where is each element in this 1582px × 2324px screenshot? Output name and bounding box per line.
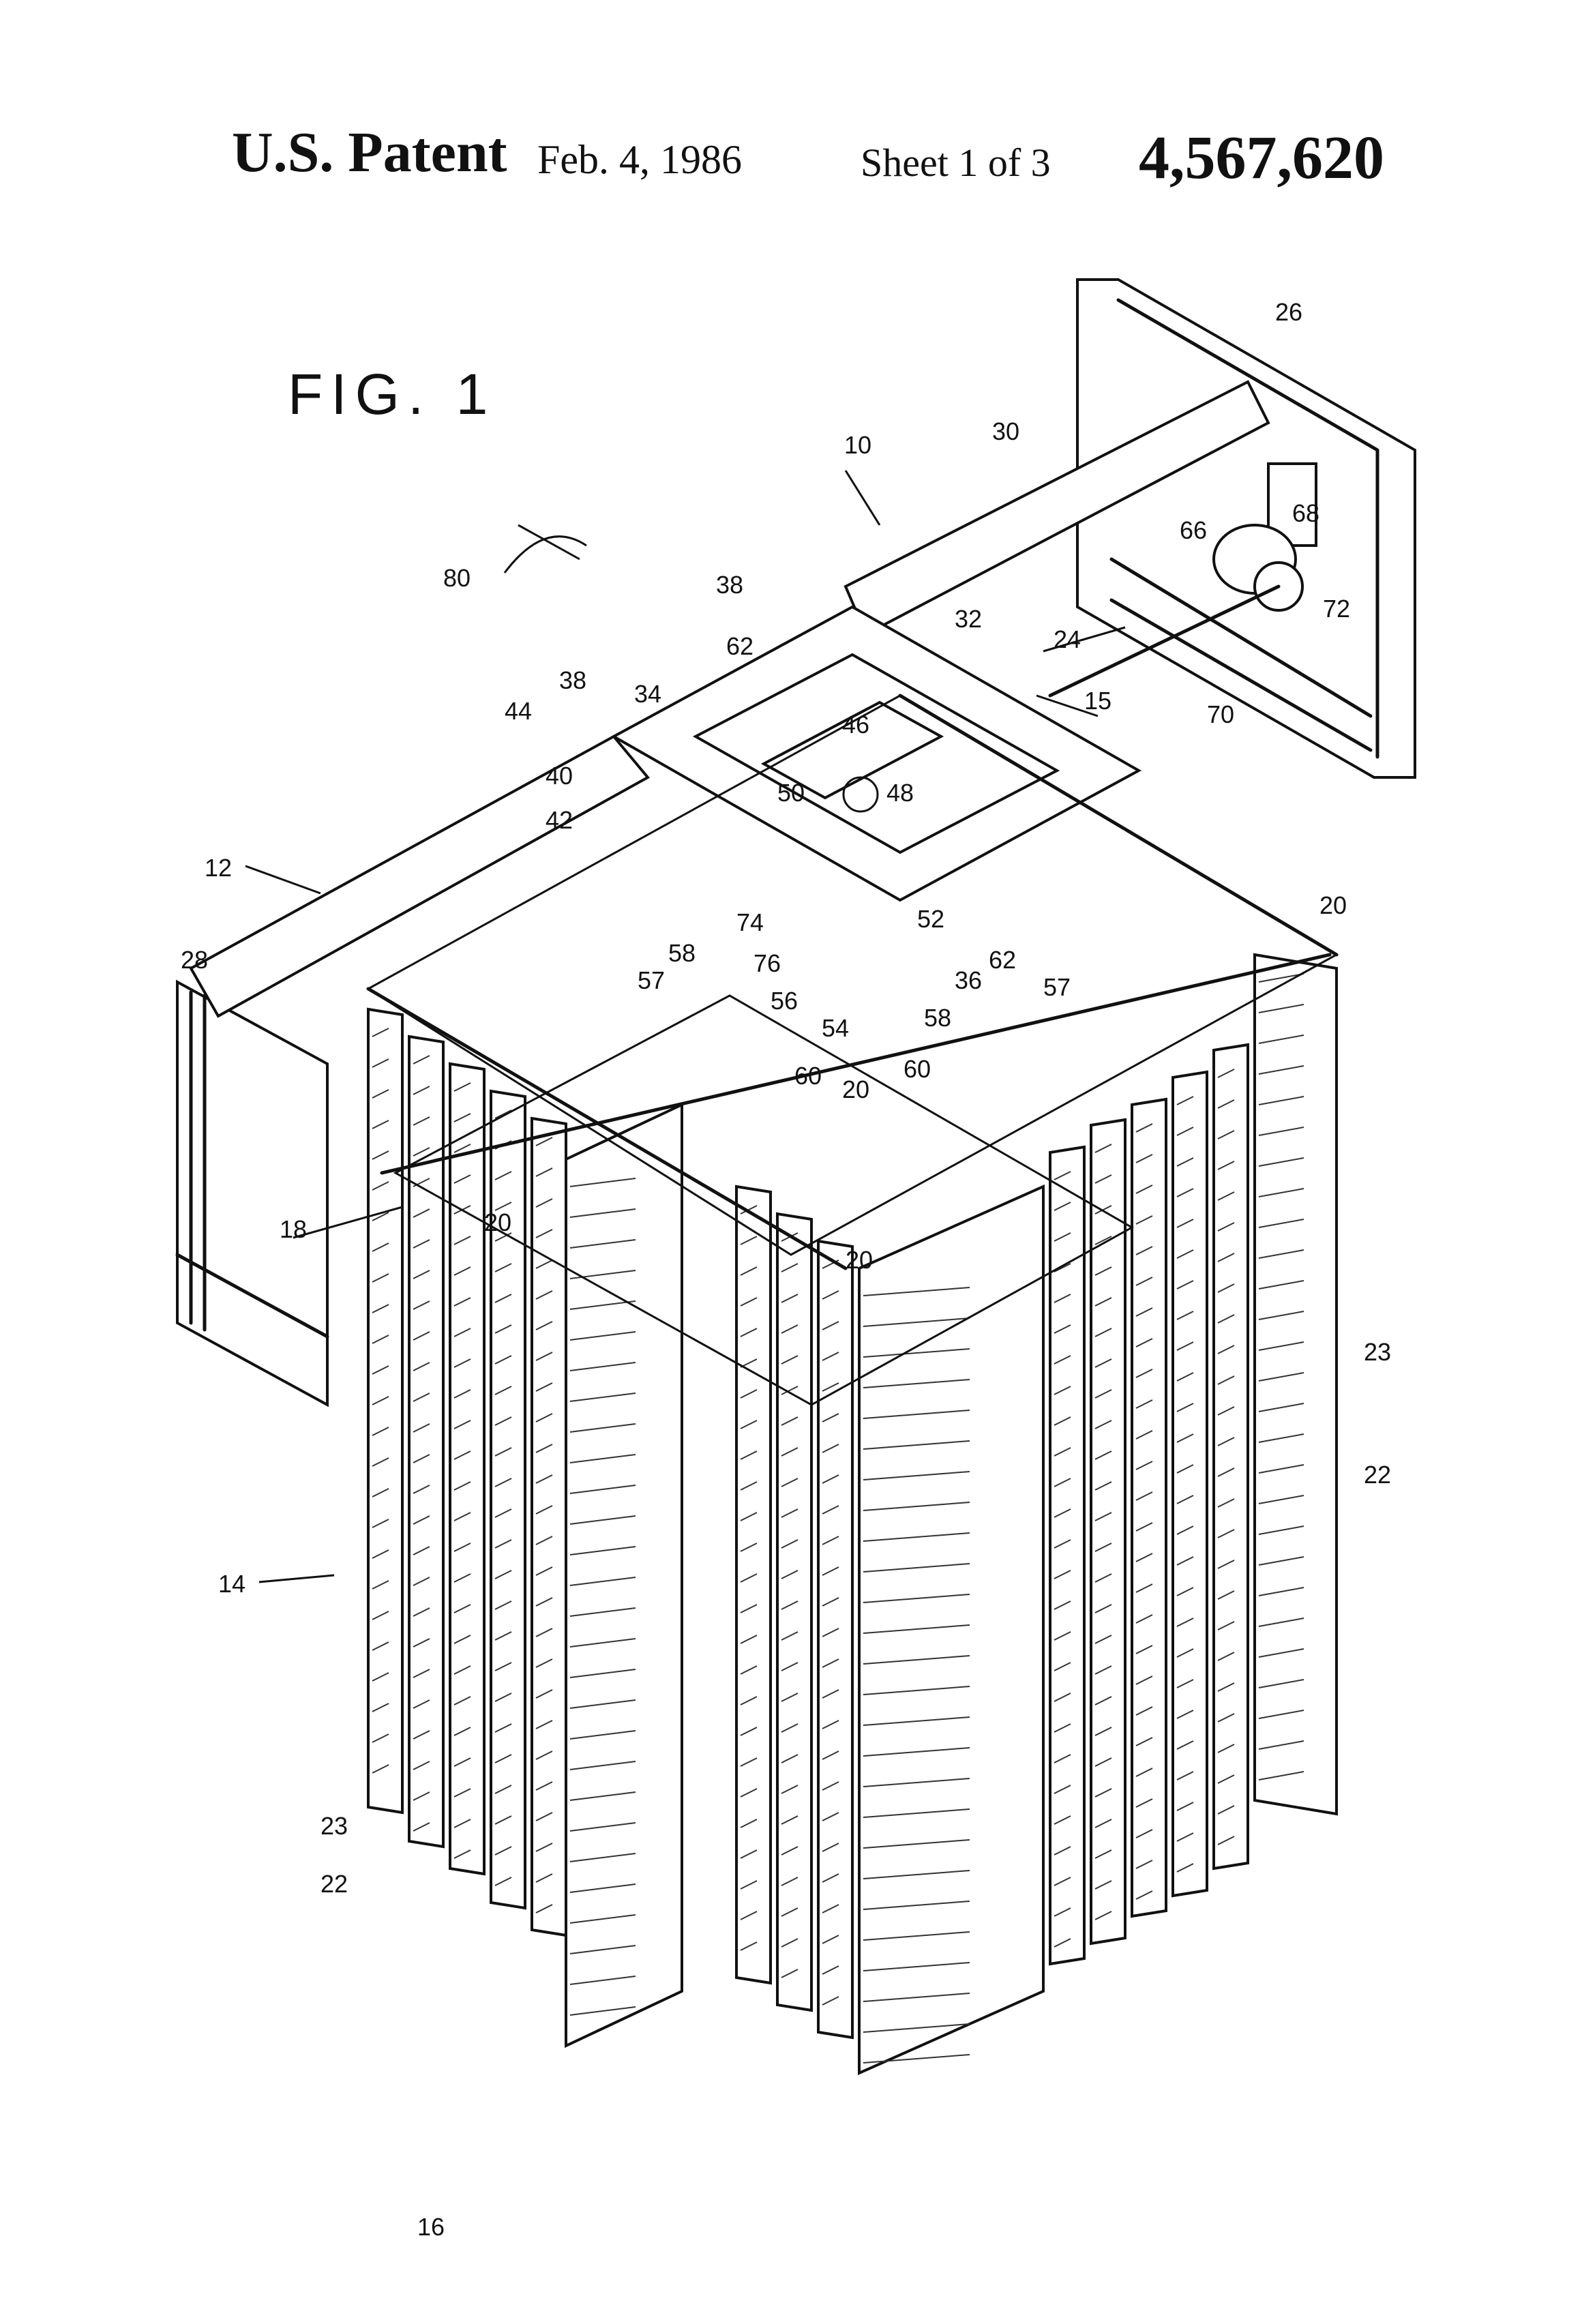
- reference-numeral: 58: [668, 939, 696, 967]
- louver-blade: [490, 1089, 526, 1910]
- reference-numeral: 18: [280, 1215, 307, 1243]
- reference-numeral: 10: [844, 431, 871, 459]
- reference-numeral: 32: [955, 605, 982, 633]
- louver-blade: [1049, 1145, 1086, 1966]
- louver-blade: [1171, 1070, 1208, 1898]
- louver-blade: [367, 1007, 404, 1815]
- reference-numeral: 36: [955, 966, 982, 994]
- reference-numeral: 74: [736, 908, 764, 936]
- louver-blade: [817, 1239, 854, 2040]
- patent-label: U.S. Patent: [232, 121, 507, 184]
- patent-number: 4,567,620: [1139, 124, 1384, 192]
- wall-mount-left: [175, 979, 329, 1407]
- reference-numeral: 15: [1084, 687, 1111, 715]
- reference-numeral: 26: [1275, 298, 1302, 326]
- louver-blade: [408, 1034, 445, 1849]
- reference-numeral: 40: [546, 762, 573, 790]
- reference-numeral: 38: [559, 666, 586, 694]
- reference-numeral: 80: [443, 564, 471, 592]
- sheet-indicator: Sheet 1 of 3: [861, 140, 1051, 185]
- louver-blade: [1253, 953, 1338, 1816]
- reference-numeral: 58: [924, 1004, 951, 1032]
- reference-numeral: 20: [842, 1075, 869, 1103]
- reference-numerals: 10 12 14 15 16 18 20 20 20 20 22 22 23 23 24 26 28 30 32 34…: [181, 298, 1391, 2241]
- reference-numeral: 38: [716, 571, 743, 599]
- reference-numeral: 24: [1054, 625, 1081, 653]
- reference-numeral: 28: [181, 946, 208, 974]
- reference-numeral: 50: [777, 779, 805, 807]
- top-grid-frame: [366, 694, 1339, 1406]
- reference-numeral: 34: [634, 680, 661, 708]
- reference-numeral: 76: [753, 949, 781, 977]
- reference-numeral: 30: [992, 417, 1019, 445]
- reference-numeral: 72: [1323, 595, 1350, 623]
- reference-numeral: 54: [822, 1014, 849, 1042]
- reference-numeral: 42: [546, 806, 573, 834]
- reference-numeral: 62: [989, 946, 1016, 974]
- reference-numeral: 23: [320, 1812, 348, 1840]
- louver-blade: [858, 1184, 1045, 2076]
- reference-numeral: 57: [1043, 973, 1071, 1001]
- louver-blade: [776, 1212, 813, 2012]
- central-frame: [610, 605, 1142, 902]
- reference-numeral: 52: [917, 905, 944, 933]
- louver-blade: [531, 1116, 567, 1937]
- louver-blade: [449, 1062, 486, 1876]
- louver-blade: [565, 1102, 683, 2049]
- louver-blade: [1131, 1097, 1167, 1918]
- reference-numeral: 62: [726, 632, 753, 660]
- patent-date: Feb. 4, 1986: [537, 137, 742, 182]
- louver-blade: [735, 1185, 772, 1985]
- figure-label: FIG. 1: [288, 362, 496, 426]
- reference-numeral: 68: [1292, 499, 1319, 527]
- reference-numeral: 46: [842, 711, 869, 739]
- louver-blade: [1090, 1118, 1126, 1946]
- reference-numeral: 48: [886, 779, 914, 807]
- reference-numeral: 22: [1364, 1461, 1391, 1489]
- reference-numeral: 20: [1319, 891, 1347, 919]
- reference-numeral: 57: [638, 966, 665, 994]
- louver-blade-array: [367, 953, 1338, 2076]
- reference-numeral: 60: [794, 1062, 822, 1090]
- reference-numeral: 23: [1364, 1338, 1391, 1366]
- reference-numeral: 14: [218, 1570, 245, 1598]
- louver-blade: [1212, 1043, 1249, 1871]
- support-beam-left: [189, 734, 651, 1018]
- reference-numeral: 12: [205, 854, 232, 882]
- reference-numeral: 20: [846, 1246, 873, 1274]
- reference-numeral: 20: [484, 1208, 511, 1236]
- reference-numeral: 22: [320, 1870, 348, 1898]
- reference-numeral: 66: [1180, 516, 1207, 544]
- reference-numeral: 56: [771, 987, 798, 1015]
- reference-numeral: 60: [904, 1055, 931, 1083]
- reference-numeral: 70: [1207, 700, 1234, 728]
- reference-numeral: 44: [505, 697, 532, 725]
- motor-assembly: [1048, 524, 1304, 698]
- reference-numeral: 16: [417, 2213, 445, 2241]
- leader-lines: [245, 470, 1126, 1583]
